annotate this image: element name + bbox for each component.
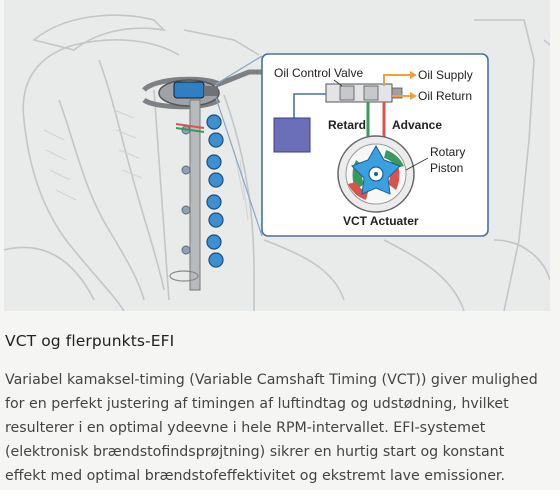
rotary-piston: [351, 144, 401, 195]
timing-belt: [142, 69, 266, 110]
article-body: Variabel kamaksel-timing (Variable Camsh…: [5, 368, 553, 488]
cam-lobes: [206, 114, 224, 268]
engine-hatching: [43, 109, 249, 221]
camshaft: [169, 99, 224, 291]
engine-sketch: [4, 14, 550, 311]
oil-supply-label: Oil Supply: [418, 68, 473, 82]
vct-diagram: Oil Control Valve Oil Supply Oil Return …: [4, 14, 550, 311]
article-line: resulterer i en optimal ydeevne i hele R…: [5, 420, 486, 436]
article-line: Variabel kamaksel-timing (Variable Camsh…: [5, 372, 538, 388]
article: VCT og flerpunkts-EFI Variabel kamaksel-…: [5, 332, 553, 488]
article-line: for en perfekt justering af timingen af …: [5, 396, 509, 412]
piston-label: Piston: [430, 161, 463, 175]
retard-label: Retard: [328, 118, 366, 132]
oil-return-label: Oil Return: [418, 89, 472, 103]
leader-lines: [215, 55, 263, 237]
article-line: effekt med optimal brændstofeffektivitet…: [5, 468, 505, 484]
advance-label: Advance: [392, 118, 442, 132]
oil-supply-line: [383, 74, 410, 86]
oil-control-valve: [325, 83, 403, 103]
article-title: VCT og flerpunkts-EFI: [5, 332, 175, 350]
rotary-label: Rotary: [430, 145, 465, 159]
vct-diagram-figure: Oil Control Valve Oil Supply Oil Return …: [4, 0, 550, 311]
vct-actuater-label: VCT Actuater: [343, 214, 419, 228]
vct-actuator: [337, 135, 415, 213]
retard-block: [273, 117, 311, 153]
article-line: (elektronisk brændstofindsprøjtning) sik…: [5, 444, 505, 460]
vct-actuator-block: [173, 81, 205, 99]
oil-control-valve-label: Oil Control Valve: [274, 66, 363, 80]
